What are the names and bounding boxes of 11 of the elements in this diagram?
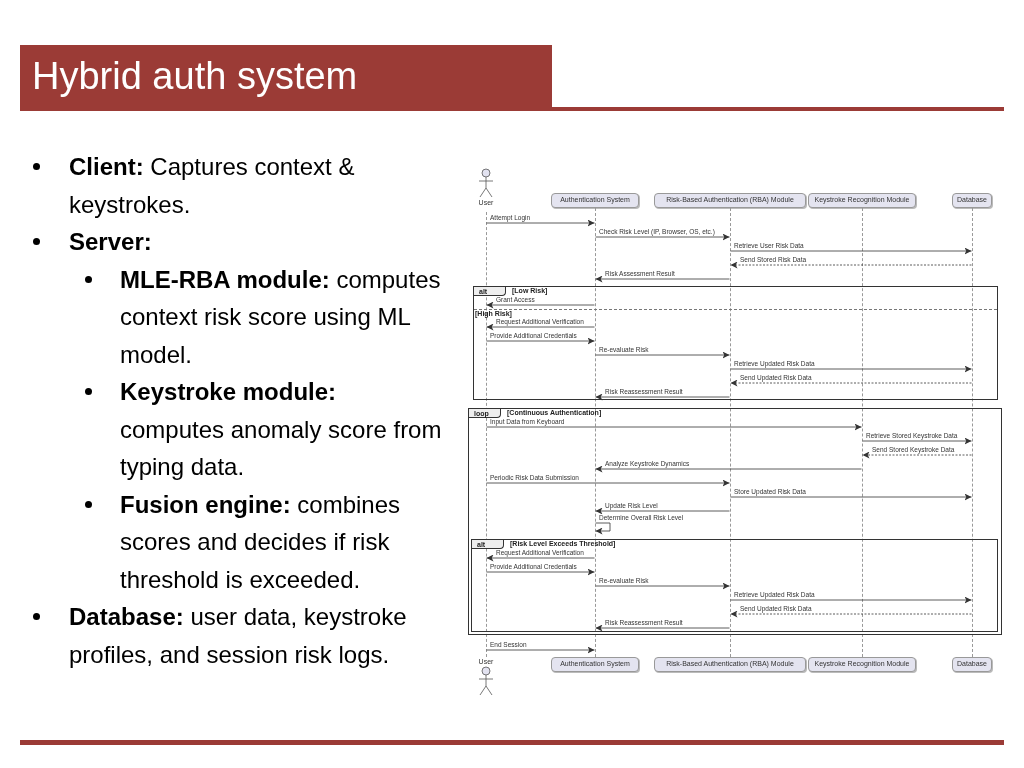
lifeline	[972, 208, 973, 657]
slide-title: Hybrid auth system	[20, 45, 552, 108]
lifeline	[595, 208, 596, 657]
bullet-text: Keystroke module: computes anomaly score from typing data.	[120, 377, 443, 482]
bullet-text: Server:	[69, 227, 153, 257]
lifeline	[730, 208, 731, 657]
bullet-text: MLE-RBA module: computes context risk score using ML model.	[120, 264, 442, 370]
bullet-text: Fusion engine: combines scores and decides if risk threshold is exceeded.	[120, 489, 402, 595]
lifeline	[862, 208, 863, 657]
bullet-text: Database: user data, keystroke profiles, and session risk logs.	[69, 602, 408, 670]
bullet-text: Client: Captures context & keystrokes.	[69, 152, 356, 220]
